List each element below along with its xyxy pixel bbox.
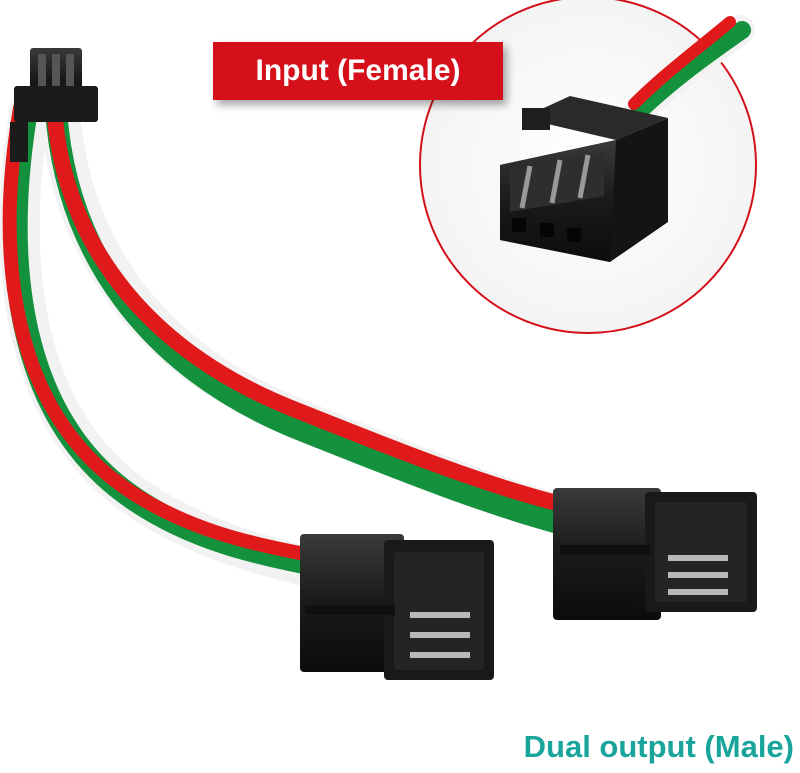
input-female-label: Input (Female) — [213, 42, 503, 100]
dual-output-male-label: Dual output (Male) — [523, 729, 794, 764]
female-connector-closeup — [500, 96, 668, 262]
lower-cable — [0, 90, 340, 590]
male-connector-left — [300, 534, 494, 680]
callout-zoom — [419, 0, 757, 334]
male-connector-right — [553, 488, 757, 620]
upper-cable — [40, 90, 600, 540]
female-connector-top — [10, 48, 98, 162]
